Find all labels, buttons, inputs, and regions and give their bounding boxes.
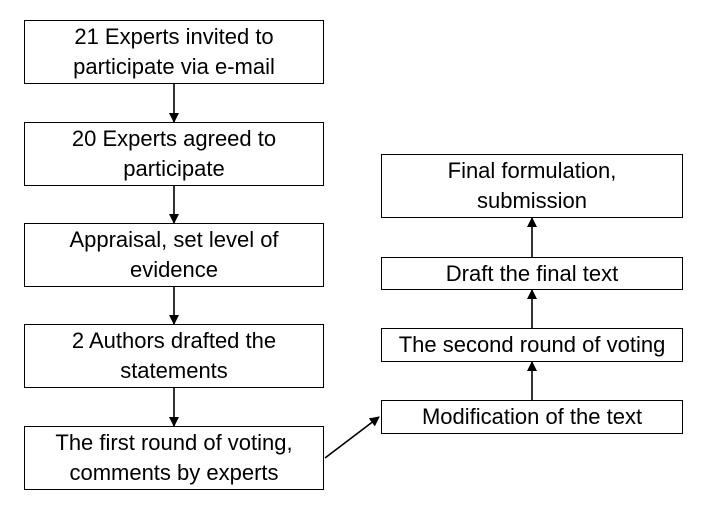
step-second-round: The second round of voting [381,328,683,362]
step-draft-final: Draft the final text [381,257,683,290]
arrow-first-round-to-modification [324,416,380,459]
step-drafted-label: 2 Authors drafted the statements [71,328,277,383]
step-second-round-label: The second round of voting [398,332,666,357]
step-first-round: The first round of voting, comments by e… [24,426,324,490]
step-appraisal: Appraisal, set level of evidence [24,223,324,287]
step-final-label: Final formulation, submission [447,158,617,213]
step-drafted: 2 Authors drafted the statements [24,324,324,388]
step-appraisal-label: Appraisal, set level of evidence [69,227,279,282]
step-modification-label: Modification of the text [421,404,643,429]
step-final: Final formulation, submission [381,154,683,218]
step-agreed: 20 Experts agreed to participate [24,122,324,186]
step-modification: Modification of the text [381,400,683,434]
step-agreed-label: 20 Experts agreed to participate [71,126,277,181]
step-invited: 21 Experts invited to participate via e-… [24,20,324,84]
step-draft-final-label: Draft the final text [445,260,619,286]
step-invited-label: 21 Experts invited to participate via e-… [73,24,275,79]
step-first-round-label: The first round of voting, comments by e… [55,430,293,485]
